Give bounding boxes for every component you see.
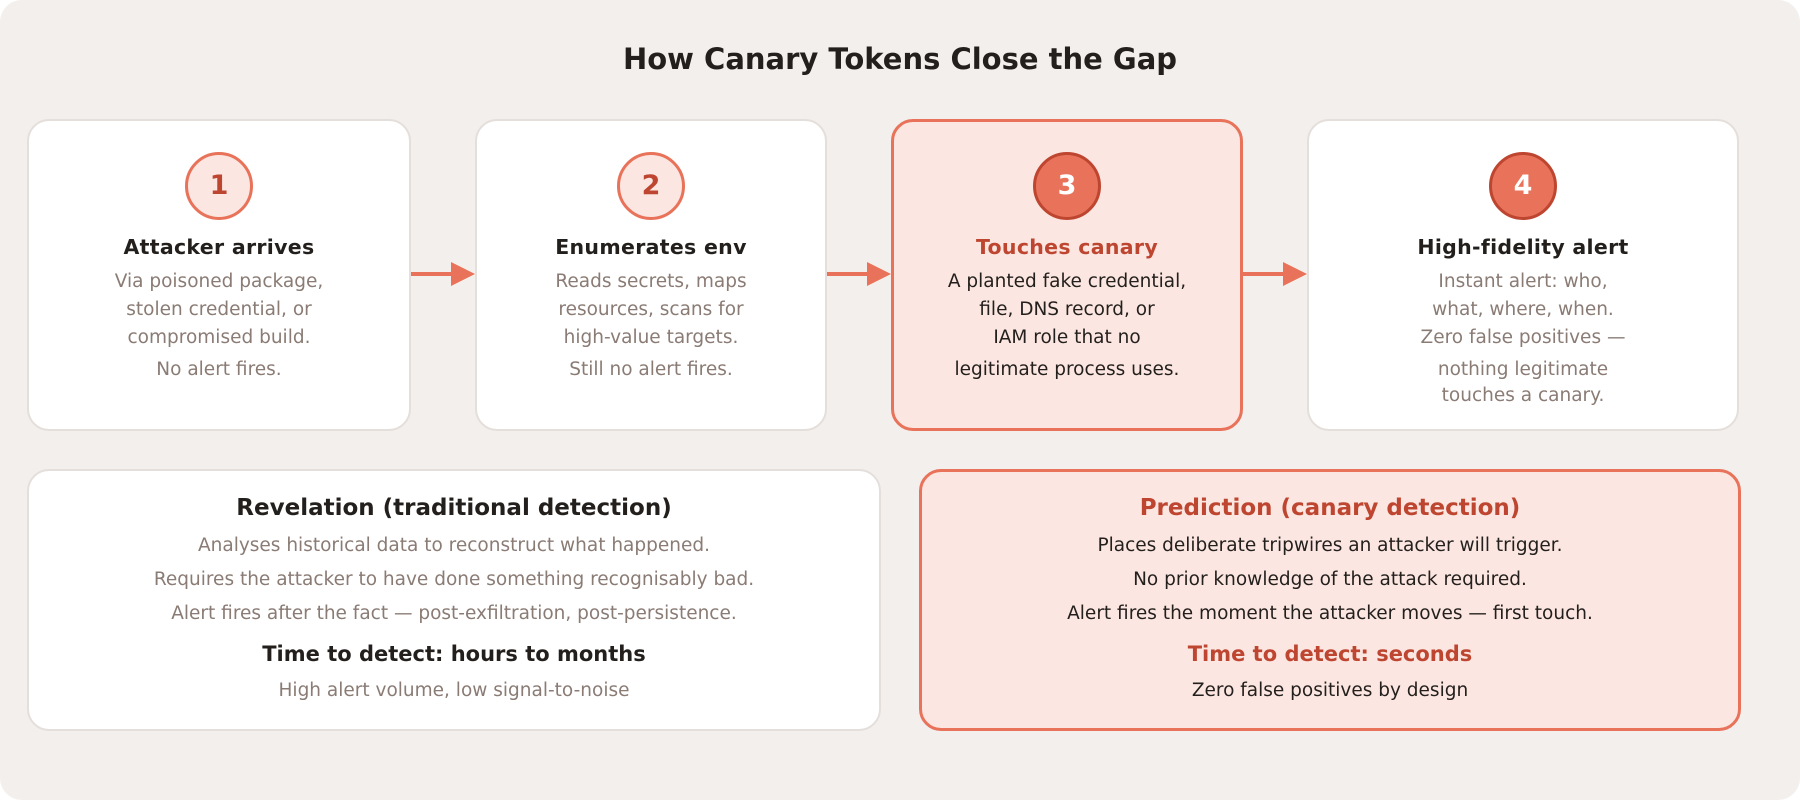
time-to-detect: Time to detect: seconds	[1187, 642, 1473, 666]
step-description-line: legitimate process uses.	[954, 359, 1180, 380]
step-description-line: A planted fake credential,	[947, 271, 1187, 292]
step-note-line: No alert fires.	[156, 359, 282, 380]
step-number-badge: 3	[1033, 152, 1101, 220]
step-number-badge: 4	[1489, 152, 1557, 220]
step-description-line: Via poisoned package,	[114, 271, 324, 292]
step-number-badge: 1	[185, 152, 253, 220]
canary-detection-panel: Prediction (canary detection) Places del…	[919, 469, 1741, 731]
step-description-line: compromised build.	[127, 327, 311, 348]
step-title: Attacker arrives	[123, 235, 315, 259]
panel-line: Analyses historical data to reconstruct …	[197, 535, 710, 556]
panel-line: No prior knowledge of the attack require…	[1133, 569, 1527, 590]
traditional-detection-panel: Revelation (traditional detection) Analy…	[27, 469, 881, 731]
step-card-high-fidelity-alert: 4 High-fidelity alert Instant alert: who…	[1307, 119, 1739, 431]
step-description-line: Reads secrets, maps	[555, 271, 747, 292]
step-title: Enumerates env	[555, 235, 747, 259]
panel-title: Revelation (traditional detection)	[236, 495, 672, 521]
step-card-attacker-arrives: 1 Attacker arrives Via poisoned package,…	[27, 119, 411, 431]
panel-footer: High alert volume, low signal-to-noise	[278, 680, 630, 701]
step-description-line: IAM role that no	[993, 327, 1141, 348]
step-description-line: stolen credential, or	[126, 299, 312, 320]
step-description-line: what, where, when.	[1432, 299, 1614, 320]
panel-footer: Zero false positives by design	[1191, 680, 1469, 701]
step-note-line: Still no alert fires.	[569, 359, 733, 380]
panel-line: Alert fires the moment the attacker move…	[1067, 603, 1593, 624]
step-description-line: Zero false positives —	[1420, 327, 1626, 348]
step-description-line: nothing legitimate	[1437, 359, 1609, 380]
panel-line: Alert fires after the fact — post-exfilt…	[171, 603, 737, 624]
step-description-line: resources, scans for	[558, 299, 744, 320]
step-card-enumerates-env: 2 Enumerates env Reads secrets, maps res…	[475, 119, 827, 431]
step-number-badge: 2	[617, 152, 685, 220]
step-description-line: Instant alert: who,	[1438, 271, 1608, 292]
step-description-line: high-value targets.	[563, 327, 739, 348]
step-title: Touches canary	[975, 235, 1158, 259]
time-to-detect: Time to detect: hours to months	[262, 642, 646, 666]
step-card-touches-canary: 3 Touches canary A planted fake credenti…	[891, 119, 1243, 431]
flow-arrow	[411, 262, 475, 286]
panel-line: Requires the attacker to have done somet…	[153, 569, 755, 590]
panel-line: Places deliberate tripwires an attacker …	[1097, 535, 1563, 556]
step-title: High-fidelity alert	[1417, 235, 1629, 259]
step-description-line: file, DNS record, or	[979, 299, 1155, 320]
diagram-title: How Canary Tokens Close the Gap	[622, 42, 1178, 76]
panel-title: Prediction (canary detection)	[1139, 495, 1521, 521]
step-description-line: touches a canary.	[1441, 385, 1605, 406]
flow-arrow	[1243, 262, 1307, 286]
flow-arrow	[827, 262, 891, 286]
